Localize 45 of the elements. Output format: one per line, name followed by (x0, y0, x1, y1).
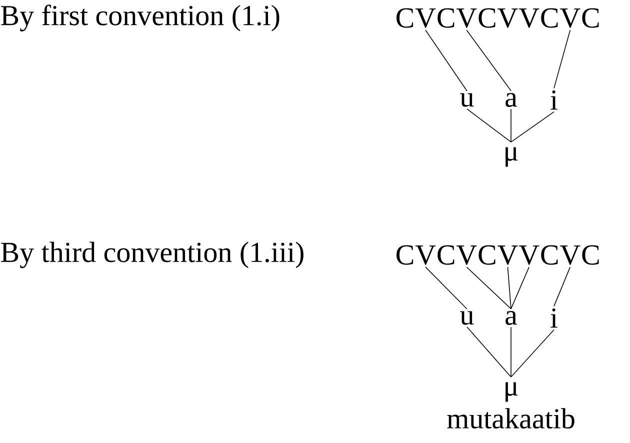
skeleton-letter: V (498, 8, 518, 28)
skeleton-letter: V (518, 245, 540, 265)
skeleton-letter: C (478, 245, 496, 265)
skeleton-letter: C (478, 8, 496, 28)
association-line (466, 108, 512, 142)
skeleton-letter: V (518, 8, 540, 28)
vowel-letter: a (506, 311, 518, 325)
association-line (510, 329, 554, 378)
skeleton-letter: V (560, 245, 580, 265)
association-line (425, 30, 468, 92)
word-label: mutakaatib (447, 408, 574, 429)
vowel-letter: i (550, 308, 558, 328)
vowel-letter: i (550, 90, 558, 110)
skeleton-letter: C (582, 245, 599, 265)
association-line (554, 266, 571, 307)
association-line (510, 326, 512, 378)
vowel-letter: u (460, 311, 474, 325)
heading-text: By first convention (1.i) (1, 4, 280, 32)
skeleton-letter: V (415, 8, 436, 28)
association-line (510, 111, 554, 142)
association-line (510, 108, 512, 142)
skeleton-letter: V (415, 245, 436, 265)
association-line (554, 30, 571, 89)
mora-symbol: μ (506, 382, 518, 402)
skeleton-letter: V (560, 8, 580, 28)
association-line (466, 266, 512, 310)
skeleton-letter: V (456, 8, 477, 28)
vowel-letter: u (460, 93, 474, 107)
skeleton-letter: C (582, 8, 599, 28)
skeleton-letter: C (438, 245, 454, 265)
skeleton-letter: C (396, 8, 414, 28)
skeleton-letter: C (541, 245, 558, 265)
association-line (466, 30, 512, 92)
skeleton-letter: C (438, 8, 454, 28)
association-line (510, 266, 530, 310)
mora-symbol: μ (506, 147, 518, 167)
skeleton-letter: C (396, 245, 414, 265)
heading-text: By third convention (1.iii) (1, 242, 304, 268)
vowel-letter: a (506, 93, 518, 107)
association-line (425, 266, 468, 310)
skeleton-letter: V (498, 245, 518, 265)
skeleton-letter: C (541, 8, 558, 28)
association-line (466, 326, 512, 378)
skeleton-letter: V (456, 245, 477, 265)
association-line (507, 266, 512, 310)
